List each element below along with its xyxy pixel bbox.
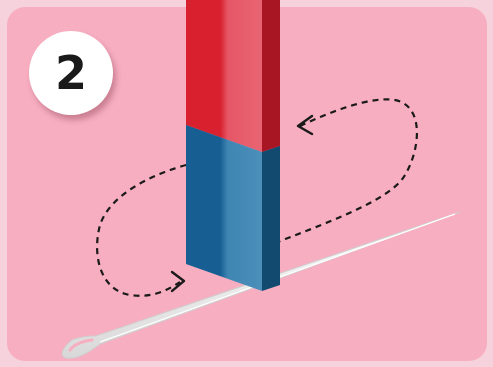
magnet-north-face: [186, 0, 262, 152]
magnet-south-side: [262, 146, 280, 291]
magnet-south-face: [186, 125, 262, 291]
step-number: 2: [54, 46, 87, 100]
arrowhead-bottom: [170, 270, 186, 293]
motion-path-back: [274, 98, 419, 245]
motion-path-left: [96, 163, 187, 297]
bar-magnet: [186, 0, 280, 291]
step-badge: 2: [29, 31, 113, 115]
magnet-north-side: [262, 0, 280, 152]
arrowhead-top: [296, 114, 314, 136]
